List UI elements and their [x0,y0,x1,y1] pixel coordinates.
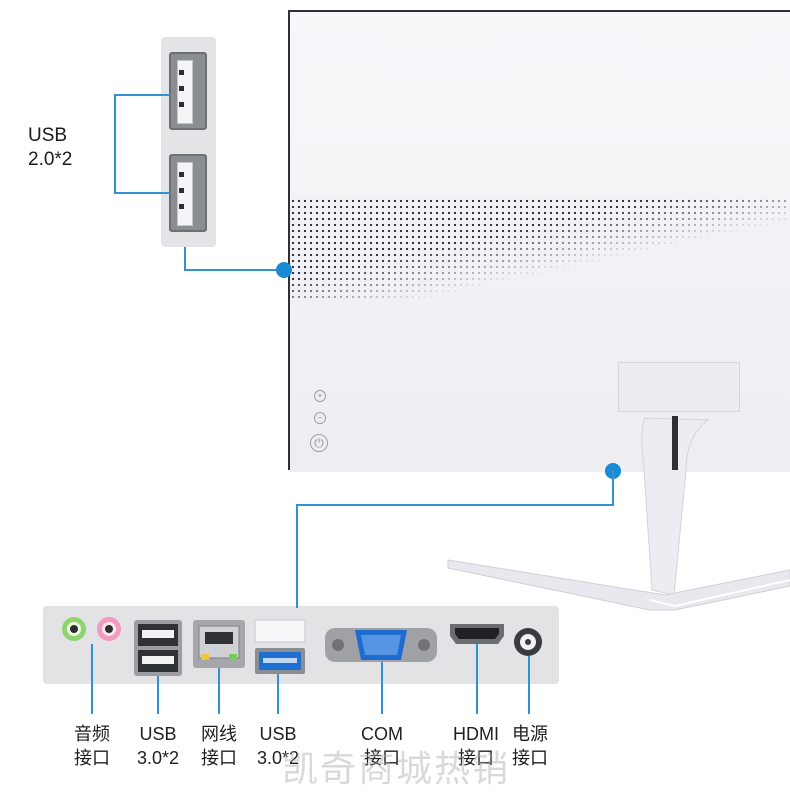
usb2-port-2[interactable] [169,154,207,232]
leader-hdmi [476,644,478,714]
usb2-label: USB 2.0*2 [28,125,73,170]
dc-power-port [514,628,542,656]
audio-jack-pink [97,617,121,641]
leader-usb3b [277,674,279,714]
usb2-location-dot [276,262,292,278]
usb3-stack-b [254,619,306,674]
usb2-bracket-vertical [114,94,116,194]
io-link-horizontal [296,504,614,506]
rear-io-ports [62,617,542,676]
usb3-stack-a [134,620,182,676]
usb2-link-vertical [184,247,186,271]
plus-button-icon[interactable]: + [314,390,326,402]
watermark: 凯奇商城热销 [282,749,511,790]
label-recess [618,362,740,412]
leader-power [528,656,530,714]
leader-audio [91,644,93,714]
hdmi-port [450,624,504,644]
usb2-bracket-bottom [114,192,170,194]
minus-button-icon[interactable]: − [314,412,326,424]
usb2-side-panel [161,37,216,247]
io-link-drop [612,470,614,506]
monitor-stand [447,416,790,611]
io-link-vertical [296,504,298,608]
lan-port [193,620,245,668]
power-button-icon[interactable]: ⏻ [310,434,328,452]
leader-lan [218,668,220,714]
audio-jack-green [62,617,86,641]
label-power: 电源接口 [512,724,548,768]
speaker-grille [290,198,790,298]
monitor-rear: + − ⏻ [288,10,790,472]
com-port [325,628,437,662]
usb2-link-horizontal [184,269,284,271]
leader-usb3a [157,676,159,714]
leader-com [381,662,383,714]
usb2-bracket-top [114,94,170,96]
label-audio: 音频接口 [74,724,110,768]
label-lan: 网线接口 [201,724,237,768]
usb2-port-1[interactable] [169,52,207,130]
